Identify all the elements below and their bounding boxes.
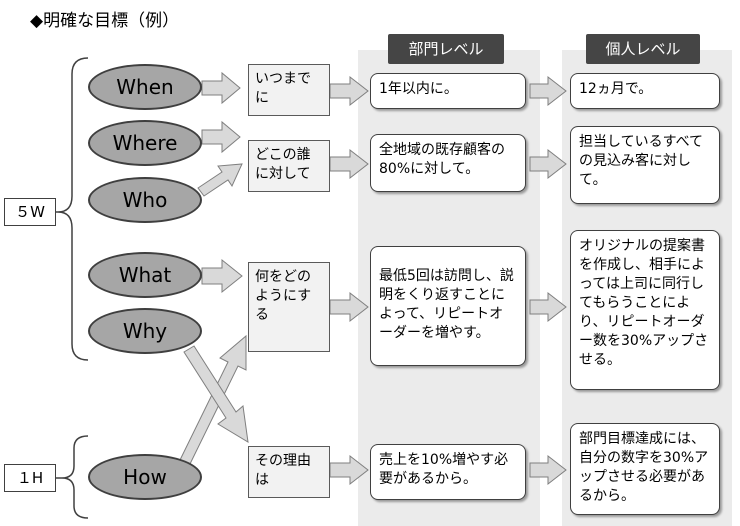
arrow-when (201, 71, 241, 105)
arrow-why (183, 345, 249, 443)
oval-what: What (88, 252, 202, 298)
oval-where: Where (88, 120, 202, 166)
dept-box-1: 1年以内に。 (370, 73, 526, 109)
individual-level-header: 個人レベル (586, 34, 700, 64)
arrow-dept-indiv-1 (529, 75, 567, 107)
dept-level-header: 部門レベル (388, 34, 504, 64)
indiv-box-1: 12ヵ月で。 (570, 73, 720, 109)
indiv-box-3: オリジナルの提案書を作成し、相手によっては上司に同行してもらうことにより、リピー… (570, 230, 720, 390)
arrow-dept-indiv-2 (529, 148, 567, 180)
arrow-what (201, 258, 243, 294)
arrow-dept-indiv-3 (529, 291, 567, 323)
oval-why: Why (88, 308, 202, 354)
dept-box-2: 全地域の既存顧客の80%に対して。 (370, 134, 526, 192)
arrow-who (197, 163, 243, 197)
dept-box-3: 最低5回は訪問し、説明をくり返すことによって、リピートオーダーを増やす。 (370, 246, 526, 366)
oval-how: How (88, 454, 202, 500)
page-title: ◆明確な目標（例） (30, 11, 180, 31)
bracket-1h (61, 435, 89, 519)
five-w-label: ５W (4, 198, 56, 226)
dept-box-4: 売上を10%増やす必要があるから。 (370, 444, 526, 500)
arrow-mid-dept-2 (329, 148, 369, 180)
oval-who: Who (88, 177, 202, 223)
indiv-box-2: 担当しているすべての見込み客に対して。 (570, 126, 720, 204)
bracket-5w (57, 57, 89, 361)
arrow-dept-indiv-4 (529, 454, 567, 486)
arrow-mid-dept-4 (329, 454, 369, 486)
oval-when: When (88, 64, 202, 110)
mid-when-box: いつまでに (248, 64, 330, 116)
mid-where-who-box: どこの誰に対して (248, 140, 330, 192)
arrow-mid-dept-3 (329, 291, 369, 323)
mid-what-box: 何をどのようにする (248, 262, 330, 352)
one-h-label: １H (4, 464, 56, 492)
indiv-box-4: 部門目標達成には、自分の数字を30%アップさせる必要があるから。 (570, 423, 720, 515)
arrow-mid-dept-1 (329, 75, 369, 107)
arrow-how (179, 334, 247, 465)
arrow-where (201, 120, 241, 154)
mid-why-box: その理由は (248, 446, 330, 498)
